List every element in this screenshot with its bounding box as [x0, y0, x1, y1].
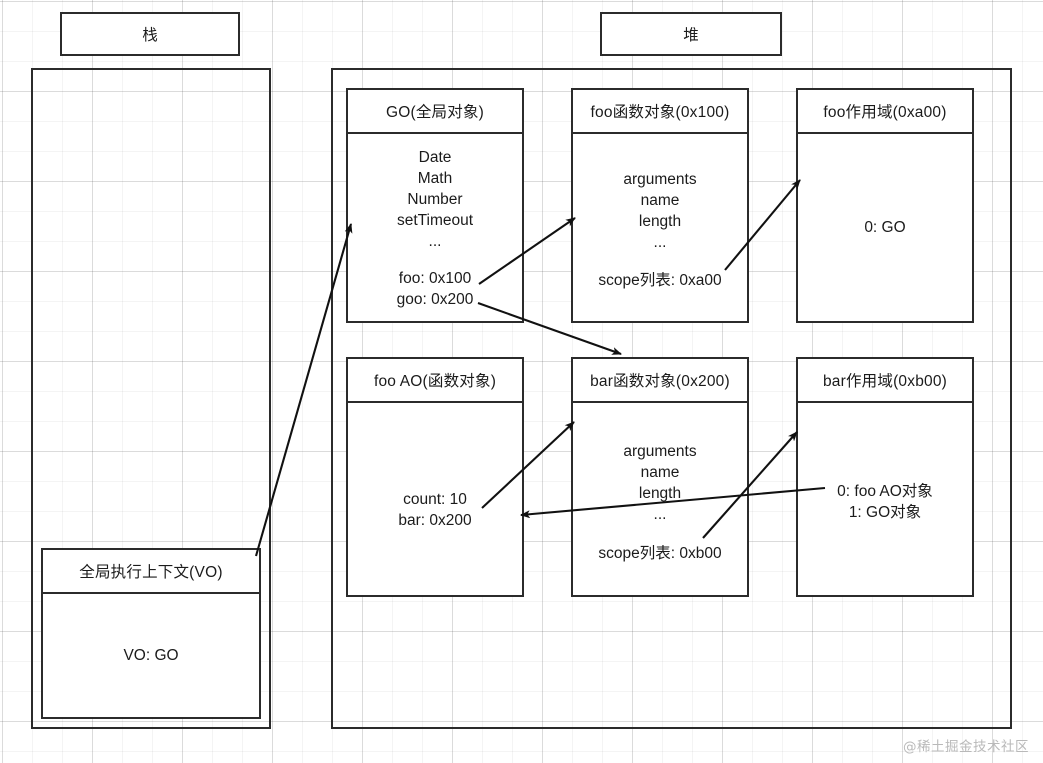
foo-function-object-body: arguments name length ... scope列表: 0xa00	[573, 134, 747, 321]
foo-scope-title-bar: foo作用域(0xa00)	[798, 90, 972, 134]
foo-scope-title: foo作用域(0xa00)	[823, 104, 947, 121]
go-object-title: GO(全局对象)	[385, 104, 485, 121]
foo-function-object-box: foo函数对象(0x100) arguments name length ...…	[571, 88, 749, 323]
foo-function-object-title: foo函数对象(0x100)	[590, 104, 730, 121]
bar-function-object-scope: scope列表: 0xb00	[598, 545, 722, 562]
foo-function-object-scope: scope列表: 0xa00	[598, 272, 722, 289]
foo-scope-entries: 0: GO	[864, 219, 906, 236]
bar-scope-box: bar作用域(0xb00) 0: foo AO对象 1: GO对象	[796, 357, 974, 597]
global-execution-context-body: VO: GO	[43, 594, 259, 717]
foo-ao-box: foo AO(函数对象) count: 10 bar: 0x200	[346, 357, 524, 597]
bar-scope-entries: 0: foo AO对象 1: GO对象	[837, 483, 933, 521]
bar-function-object-title-bar: bar函数对象(0x200)	[573, 359, 747, 403]
bar-scope-title-bar: bar作用域(0xb00)	[798, 359, 972, 403]
go-object-title-bar: GO(全局对象)	[348, 90, 522, 134]
foo-ao-title: foo AO(函数对象)	[373, 373, 497, 390]
go-object-refs: foo: 0x100 goo: 0x200	[396, 270, 474, 308]
bar-function-object-title: bar函数对象(0x200)	[590, 373, 730, 390]
bar-scope-body: 0: foo AO对象 1: GO对象	[798, 403, 972, 595]
foo-function-object-title-bar: foo函数对象(0x100)	[573, 90, 747, 134]
global-execution-context-box: 全局执行上下文(VO) VO: GO	[41, 548, 261, 719]
global-execution-context-body-text: VO: GO	[123, 647, 179, 664]
bar-scope-title: bar作用域(0xb00)	[822, 373, 948, 390]
foo-function-object-props: arguments name length ...	[623, 171, 697, 251]
bar-function-object-box: bar函数对象(0x200) arguments name length ...…	[571, 357, 749, 597]
foo-ao-title-bar: foo AO(函数对象)	[348, 359, 522, 403]
global-execution-context-title-text: 全局执行上下文(VO)	[79, 564, 223, 581]
stack-header-label: 栈	[142, 27, 158, 44]
foo-scope-body: 0: GO	[798, 134, 972, 321]
stack-header-box: 栈	[60, 12, 240, 56]
watermark: @稀土掘金技术社区	[903, 739, 1029, 755]
go-object-box: GO(全局对象) Date Math Number setTimeout ...…	[346, 88, 524, 323]
foo-ao-vars: count: 10 bar: 0x200	[398, 491, 472, 529]
bar-function-object-body: arguments name length ... scope列表: 0xb00	[573, 403, 747, 595]
bar-function-object-props: arguments name length ...	[623, 443, 697, 523]
heap-header-label: 堆	[683, 27, 699, 44]
go-object-builtins: Date Math Number setTimeout ...	[396, 149, 474, 250]
foo-scope-box: foo作用域(0xa00) 0: GO	[796, 88, 974, 323]
go-object-body: Date Math Number setTimeout ... foo: 0x1…	[348, 134, 522, 321]
foo-ao-body: count: 10 bar: 0x200	[348, 403, 522, 595]
global-execution-context-title-bar: 全局执行上下文(VO)	[43, 550, 259, 594]
heap-header-box: 堆	[600, 12, 782, 56]
